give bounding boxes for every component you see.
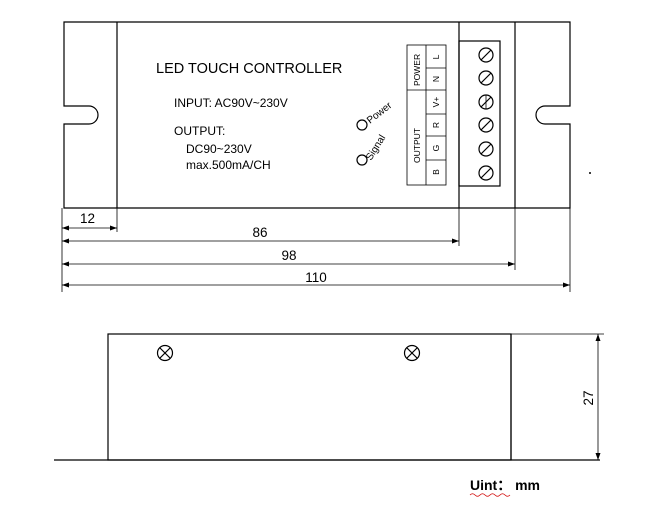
dimension-110-label: 110 <box>305 270 327 285</box>
dimension-27-label: 27 <box>581 390 596 405</box>
housing-outline <box>63 21 571 209</box>
pin-label-N: N <box>431 76 441 82</box>
dimension-98: 98 <box>62 248 515 267</box>
mounting-screw <box>403 344 421 362</box>
terminal-screw <box>478 141 494 157</box>
terminal-screw <box>478 165 494 181</box>
pin-label-B: B <box>431 169 441 175</box>
output-voltage: DC90~230V <box>186 142 252 156</box>
terminal-screw <box>478 70 494 86</box>
side-view: 27 <box>54 333 604 461</box>
power-led-label: Power <box>365 100 395 127</box>
terminal-label-table: POWER OUTPUT L N V+ R G B <box>406 44 447 186</box>
device-title: LED TOUCH CONTROLLER <box>156 61 342 77</box>
power-group-label: POWER <box>412 54 422 86</box>
edge-mark <box>589 172 591 174</box>
power-led <box>356 119 368 131</box>
terminal-screw <box>478 117 494 133</box>
side-housing <box>107 333 512 461</box>
signal-led <box>356 154 368 166</box>
pin-label-R: R <box>431 122 441 128</box>
dimension-lines: 12 86 98 110 <box>61 208 571 292</box>
pin-label-L: L <box>431 54 441 59</box>
dimension-110: 110 <box>62 270 570 288</box>
dimension-12-label: 12 <box>80 211 95 226</box>
signal-led-label: Signal <box>364 133 388 162</box>
dimension-98-label: 98 <box>281 248 296 263</box>
output-current: max.500mA/CH <box>186 158 271 172</box>
input-spec: INPUT: AC90V~230V <box>174 96 288 110</box>
dimension-86: 86 <box>62 225 459 244</box>
output-heading: OUTPUT: <box>174 124 225 138</box>
terminal-screw <box>478 94 494 110</box>
pin-label-V+: V+ <box>431 97 441 108</box>
dimension-12: 12 <box>62 211 117 231</box>
top-view: LED TOUCH CONTROLLER INPUT: AC90V~230V O… <box>63 21 591 209</box>
terminal-screws <box>478 47 494 181</box>
dimension-86-label: 86 <box>252 225 267 240</box>
pin-label-G: G <box>431 145 441 152</box>
terminal-screw <box>478 47 494 63</box>
mounting-screw <box>156 344 174 362</box>
output-group-label: OUTPUT <box>412 128 422 163</box>
dimension-27: 27 <box>581 334 601 460</box>
terminal-block <box>458 40 501 187</box>
spellcheck-underline <box>469 493 511 497</box>
unit-label: Uint： mm <box>470 477 540 493</box>
